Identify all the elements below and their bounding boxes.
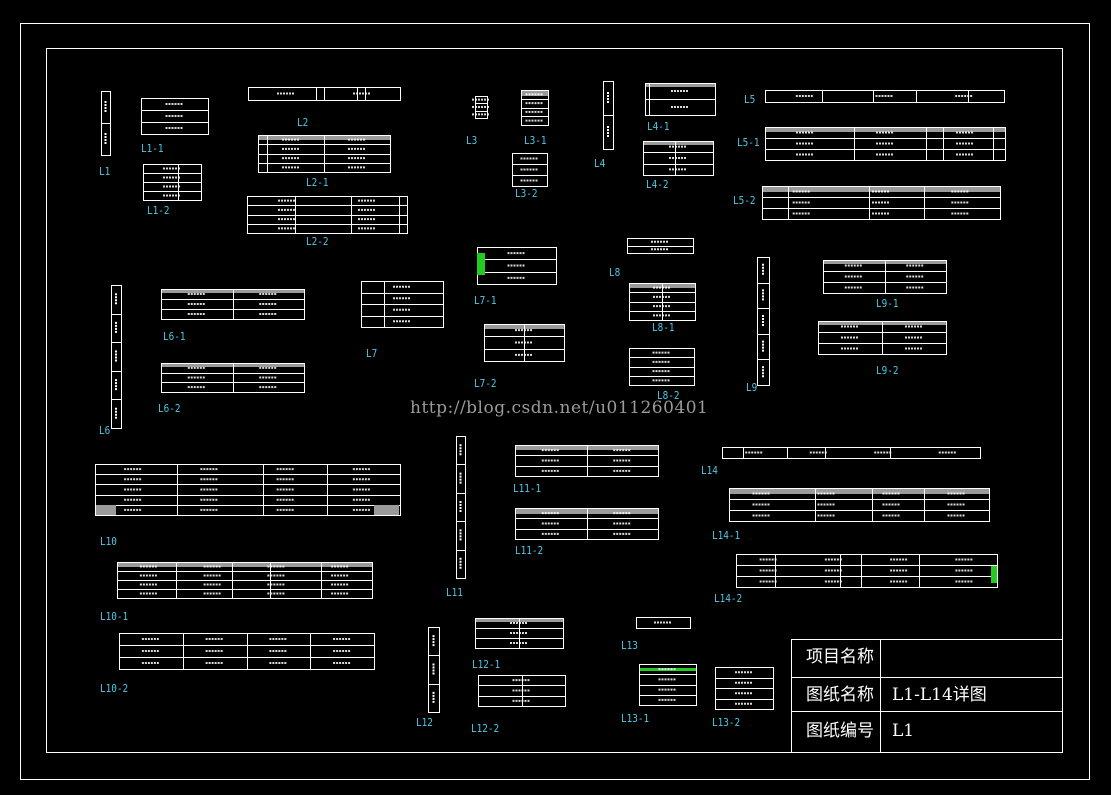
l11-elevation (456, 436, 466, 579)
beam-label-l7-2: L7-2 (474, 377, 497, 390)
beam-label-l8: L8 (609, 266, 621, 279)
l8-elevation (627, 238, 694, 254)
beam-label-l5-2: L5-2 (733, 194, 756, 207)
beam-label-l10-1: L10-1 (100, 610, 129, 623)
l3-1-section (521, 90, 549, 126)
l11-1-section (515, 445, 659, 477)
l11-2-section (515, 508, 659, 540)
l6-1-section (161, 289, 305, 320)
inner-frame (46, 48, 1063, 753)
l6-2-section (161, 363, 305, 393)
beam-label-l6-2: L6-2 (158, 402, 181, 415)
l13-1-section (639, 664, 697, 706)
beam-label-l4-2: L4-2 (646, 178, 669, 191)
beam-label-l10: L10 (100, 535, 117, 548)
l10-elevation (95, 464, 401, 516)
l4-1-section (645, 83, 716, 116)
l5-2-section (762, 186, 1001, 220)
beam-label-l13-2: L13-2 (712, 716, 741, 729)
beam-label-l8-2: L8-2 (657, 389, 680, 402)
beam-label-l11-1: L11-1 (513, 482, 542, 495)
l7-elevation (361, 281, 444, 328)
drawing-number-label: 图纸编号 (806, 721, 874, 741)
l3-2-section (512, 153, 548, 187)
l9-elevation (757, 257, 770, 386)
l4-elevation (603, 81, 614, 150)
beam-label-l2-1: L2-1 (306, 176, 329, 189)
l2-elevation (248, 87, 401, 101)
beam-label-l12-2: L12-2 (471, 722, 500, 735)
l10-2-section (119, 633, 375, 670)
title-block-lines (791, 639, 1063, 753)
beam-label-l1: L1 (99, 165, 111, 178)
beam-label-l14-1: L14-1 (712, 529, 741, 542)
beam-label-l13-1: L13-1 (621, 712, 650, 725)
l3-elevation (472, 96, 490, 119)
beam-label-l6: L6 (99, 424, 111, 437)
beam-label-l11-2: L11-2 (515, 544, 544, 557)
beam-label-l2: L2 (297, 116, 309, 129)
beam-label-l14: L14 (701, 464, 718, 477)
l1-1-section (141, 98, 209, 135)
beam-details (95, 81, 1006, 713)
project-name-label: 项目名称 (806, 647, 874, 667)
beam-label-l12-1: L12-1 (472, 658, 501, 671)
l12-2-section (478, 675, 566, 707)
l2-2-section (247, 196, 408, 234)
l8-2-section (629, 348, 695, 386)
beam-label-l14-2: L14-2 (714, 592, 743, 605)
beam-label-l5: L5 (744, 93, 756, 106)
beam-label-l1-2: L1-2 (147, 204, 170, 217)
drawing-name-label: 图纸名称 (806, 685, 874, 705)
beam-label-l6-1: L6-1 (163, 330, 186, 343)
l14-1-section (729, 488, 990, 522)
outer-frame (20, 23, 1090, 780)
l9-2-section (818, 321, 947, 355)
beam-label-l4-1: L4-1 (647, 120, 670, 133)
watermark-text: http://blog.csdn.net/u011260401 (410, 398, 709, 418)
beam-label-l3-2: L3-2 (515, 187, 538, 200)
l1-elevation (101, 91, 111, 156)
beam-label-l5-1: L5-1 (737, 136, 760, 149)
beam-label-l9-2: L9-2 (876, 364, 899, 377)
beam-label-l3: L3 (466, 134, 478, 147)
beam-label-l9-1: L9-1 (876, 297, 899, 310)
l13-2-section (715, 667, 774, 710)
l7-2-section (484, 324, 565, 362)
beam-label-l3-1: L3-1 (524, 134, 547, 147)
l9-1-section (823, 260, 947, 294)
beam-label-l12: L12 (416, 716, 433, 729)
l14-2-section (736, 554, 998, 588)
l7-1-section (477, 247, 557, 285)
beam-label-l11: L11 (446, 586, 463, 599)
beam-label-l13: L13 (621, 639, 638, 652)
l8-1-section (629, 283, 696, 321)
l2-1-section (258, 135, 391, 173)
beam-label-l10-2: L10-2 (100, 682, 129, 695)
beam-label-l2-2: L2-2 (306, 235, 329, 248)
beam-label-l8-1: L8-1 (652, 321, 675, 334)
beam-label-l7-1: L7-1 (474, 294, 497, 307)
l12-1-section (475, 618, 564, 649)
l10-1-section (117, 562, 373, 599)
l13-elevation (636, 617, 691, 629)
l6-elevation (111, 285, 122, 429)
beam-label-l4: L4 (594, 157, 606, 170)
l1-2-section (143, 164, 202, 201)
l14-elevation (722, 447, 981, 459)
beam-label-l7: L7 (366, 347, 378, 360)
beam-label-l9: L9 (746, 381, 758, 394)
drawing-name-value: L1-L14详图 (892, 685, 987, 705)
beam-label-l1-1: L1-1 (141, 142, 164, 155)
l5-elevation (765, 90, 1005, 103)
l4-2-section (643, 141, 714, 176)
drawing-number-value: L1 (892, 721, 915, 741)
l12-elevation (428, 627, 440, 713)
l5-1-section (765, 127, 1006, 161)
